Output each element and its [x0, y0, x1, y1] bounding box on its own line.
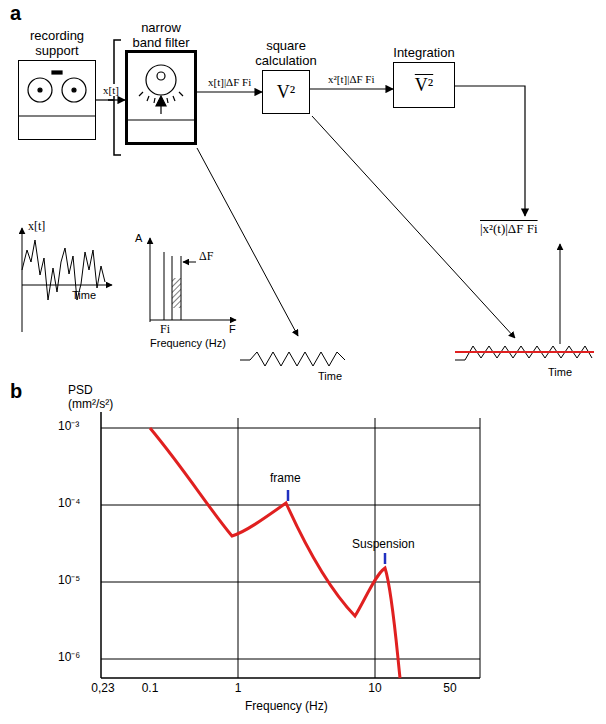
- axis-label: 1: [235, 682, 242, 696]
- axis-label: 10⁻³: [58, 420, 79, 434]
- peak-marker: [384, 553, 387, 564]
- axis-label: 50: [443, 682, 456, 696]
- panel-letter: b: [10, 380, 22, 403]
- psd-chart: [101, 412, 480, 678]
- axis-label: Frequency (Hz): [245, 700, 328, 714]
- process-box: IntegrationV²: [393, 62, 455, 108]
- axis-label: 10⁻⁵: [58, 574, 80, 588]
- box-formula: V²: [415, 75, 433, 96]
- sketch-label: Fi: [160, 323, 170, 337]
- axis-label: frame: [270, 472, 301, 486]
- mean-line: [455, 351, 594, 353]
- bracket: [108, 40, 121, 155]
- sketch-label: ΔF: [199, 250, 213, 264]
- psd-curve: [150, 428, 400, 678]
- box-heading: narrow band filter: [126, 21, 196, 50]
- peak-marker: [287, 490, 290, 501]
- sketch-label: |x²(t)|ΔF Fi: [478, 222, 540, 237]
- process-box: square calculationV²: [262, 70, 310, 114]
- sketch-label: Time: [318, 370, 342, 383]
- output-arrow: [560, 244, 561, 344]
- box-formula: V²: [277, 82, 295, 103]
- axis-label: 10⁻⁴: [58, 497, 81, 511]
- signal-sketch: [22, 228, 112, 332]
- process-box: recording support: [18, 60, 96, 140]
- signal-arrow: [197, 91, 262, 92]
- signal-label: x[t]: [102, 84, 120, 96]
- box-heading: square calculation: [247, 39, 325, 68]
- panel-letter: a: [10, 2, 21, 25]
- axis-label: Suspension: [352, 538, 415, 552]
- sketch-label: Time: [72, 289, 96, 302]
- signal-arrow: [310, 88, 393, 89]
- output-arrow: [455, 86, 525, 216]
- filter-dial: [125, 65, 197, 120]
- signal-arrow: [96, 99, 125, 100]
- axis-label: 10⁻⁶: [58, 651, 80, 665]
- process-box: narrow band filter: [125, 50, 197, 145]
- axis-label: 10: [368, 682, 381, 696]
- axis-label: 0,23: [91, 682, 114, 696]
- narrowband-signal: [240, 352, 345, 366]
- axis-label: PSD (mm²/s²): [68, 384, 130, 412]
- signal-label: x²[t]|ΔF Fi: [327, 73, 376, 85]
- filter-spectrum: [150, 238, 236, 322]
- tape-reels: [18, 71, 96, 116]
- signal-label: x[t]|ΔF Fi: [207, 76, 252, 88]
- sketch-label: Time: [548, 366, 572, 379]
- sketch-label: Frequency (Hz): [150, 337, 226, 350]
- sketch-label: x[t]: [28, 220, 45, 234]
- box-heading: recording support: [17, 29, 97, 58]
- sketch-label: F: [229, 323, 236, 336]
- axis-label: 0.1: [142, 682, 159, 696]
- sketch-label: A: [135, 232, 142, 245]
- box-heading: Integration: [382, 46, 466, 60]
- leader-arrow: [197, 148, 298, 336]
